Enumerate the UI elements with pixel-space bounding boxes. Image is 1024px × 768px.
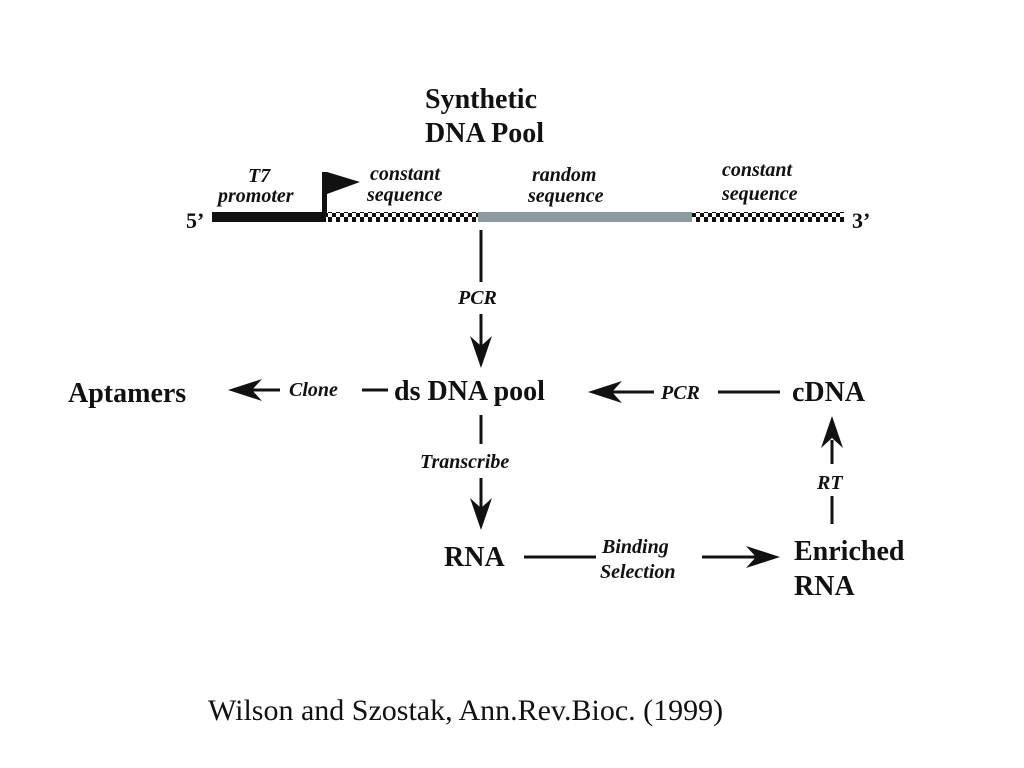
arrow-down-icon	[470, 336, 492, 368]
arrow-left-icon	[588, 381, 622, 403]
title-line1: Synthetic	[425, 84, 537, 115]
random-line1: random	[532, 164, 596, 186]
five-prime-label: 5’	[186, 208, 204, 233]
t7-promoter-segment	[212, 212, 326, 222]
arrow-up-icon	[821, 416, 843, 448]
constant-left-line2: sequence	[366, 184, 443, 206]
constant-right-line2: sequence	[721, 183, 798, 205]
constant-left-line1: constant	[370, 163, 441, 185]
random-segment	[478, 212, 692, 222]
pcr-top-label: PCR	[457, 287, 497, 309]
binding-label-line2: Selection	[600, 561, 676, 583]
promoter-flag-icon	[322, 172, 360, 214]
cdna-node: cDNA	[792, 377, 866, 408]
binding-label-line1: Binding	[601, 536, 669, 558]
enriched-rna-line1: Enriched	[794, 536, 905, 567]
title-line2: DNA Pool	[425, 118, 544, 149]
t7-label-line2: promoter	[216, 185, 294, 207]
enriched-rna-line2: RNA	[794, 571, 855, 602]
rt-label: RT	[816, 472, 843, 494]
arrow-left-icon	[228, 379, 262, 401]
random-line2: sequence	[527, 185, 604, 207]
pcr-right-label: PCR	[660, 382, 700, 404]
transcribe-label: Transcribe	[420, 451, 509, 473]
arrow-right-icon	[746, 546, 780, 568]
three-prime-label: 3’	[852, 208, 870, 233]
arrow-down-icon	[470, 498, 492, 530]
constant-right-segment	[692, 212, 844, 222]
constant-left-segment	[326, 212, 478, 222]
citation: Wilson and Szostak, Ann.Rev.Bioc. (1999)	[208, 694, 723, 727]
rna-node: RNA	[444, 542, 505, 573]
aptamers-node: Aptamers	[68, 378, 186, 409]
clone-label: Clone	[289, 379, 338, 401]
ds-dna-pool-node: ds DNA pool	[394, 376, 545, 407]
constant-right-line1: constant	[722, 159, 793, 181]
t7-label-line1: T7	[248, 165, 271, 187]
